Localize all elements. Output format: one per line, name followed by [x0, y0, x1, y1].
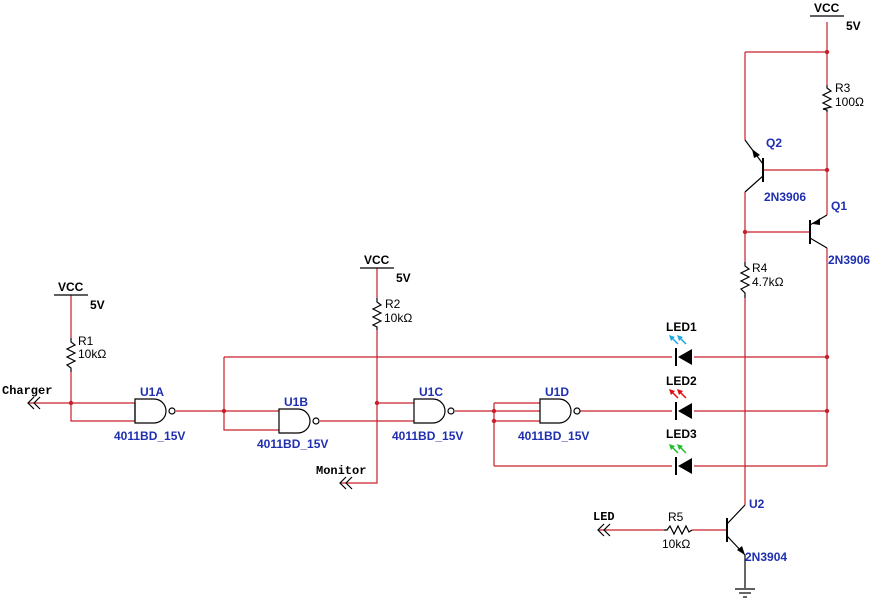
resistor-r4: R4 4.7kΩ [739, 261, 784, 298]
r2-value: 10kΩ [384, 311, 412, 325]
led2-ref: LED2 [666, 374, 697, 388]
port-charger: Charger [2, 384, 52, 410]
q1-ref: Q1 [831, 199, 847, 213]
q1-part: 2N3906 [828, 253, 870, 267]
r4-ref: R4 [752, 261, 768, 275]
r5-ref: R5 [668, 510, 684, 524]
port-led: LED [593, 510, 615, 537]
led3-light-icon [669, 444, 687, 454]
vcc-3-voltage: 5V [846, 19, 861, 33]
led3-ref: LED3 [666, 427, 697, 441]
led2: LED2 [666, 374, 697, 420]
port-monitor: Monitor [316, 464, 366, 490]
r1-value: 10kΩ [78, 347, 106, 361]
u1d-part: 4011BD_15V [518, 429, 589, 443]
u1c-part: 4011BD_15V [392, 429, 463, 443]
gate-u1a: U1A 4011BD_15V [114, 385, 185, 443]
port-charger-label: Charger [2, 384, 52, 398]
q2-part: 2N3906 [764, 190, 806, 204]
resistor-r2: R2 10kΩ [371, 297, 412, 330]
gate-u1c: U1C 4011BD_15V [392, 385, 463, 443]
vcc-2-voltage: 5V [396, 271, 411, 285]
u1a-ref: U1A [140, 385, 164, 399]
port-monitor-label: Monitor [316, 464, 366, 478]
vcc-2-label: VCC [364, 253, 390, 267]
u1a-part: 4011BD_15V [114, 429, 185, 443]
transistor-u2: U2 2N3904 [726, 497, 787, 588]
transistor-q1: Q1 2N3906 [809, 199, 870, 267]
led1-light-icon [669, 335, 687, 345]
vcc-1: VCC 5V [54, 280, 105, 312]
led1-ref: LED1 [666, 320, 697, 334]
gate-u1b: U1B 4011BD_15V [257, 395, 328, 451]
u1c-ref: U1C [419, 385, 443, 399]
gate-u1d: U1D 4011BD_15V [518, 385, 589, 443]
q2-ref: Q2 [766, 136, 782, 150]
wires [28, 22, 828, 531]
junctions [68, 49, 830, 424]
port-led-label: LED [593, 510, 615, 524]
transistor-q2: Q2 2N3906 [744, 136, 806, 204]
u1b-ref: U1B [284, 395, 308, 409]
led3: LED3 [666, 427, 697, 475]
r1-ref: R1 [78, 334, 94, 348]
vcc-3: VCC 5V [810, 1, 861, 33]
r3-value: 100Ω [835, 95, 864, 109]
r5-value: 10kΩ [662, 537, 690, 551]
u1d-ref: U1D [545, 385, 569, 399]
vcc-1-label: VCC [58, 280, 84, 294]
led2-light-icon [669, 389, 687, 399]
vcc-1-voltage: 5V [90, 298, 105, 312]
ground-icon [735, 588, 755, 598]
vcc-2: VCC 5V [360, 253, 411, 285]
r2-ref: R2 [385, 297, 401, 311]
resistor-r1: R1 10kΩ [65, 334, 106, 372]
u2-part: 2N3904 [745, 550, 787, 564]
led1: LED1 [666, 320, 697, 366]
u1b-part: 4011BD_15V [257, 437, 328, 451]
r4-value: 4.7kΩ [752, 275, 784, 289]
u2-ref: U2 [749, 497, 765, 511]
r3-ref: R3 [835, 81, 851, 95]
resistor-r5: R5 10kΩ [662, 510, 693, 551]
vcc-3-label: VCC [814, 1, 840, 15]
resistor-r3: R3 100Ω [821, 81, 864, 112]
